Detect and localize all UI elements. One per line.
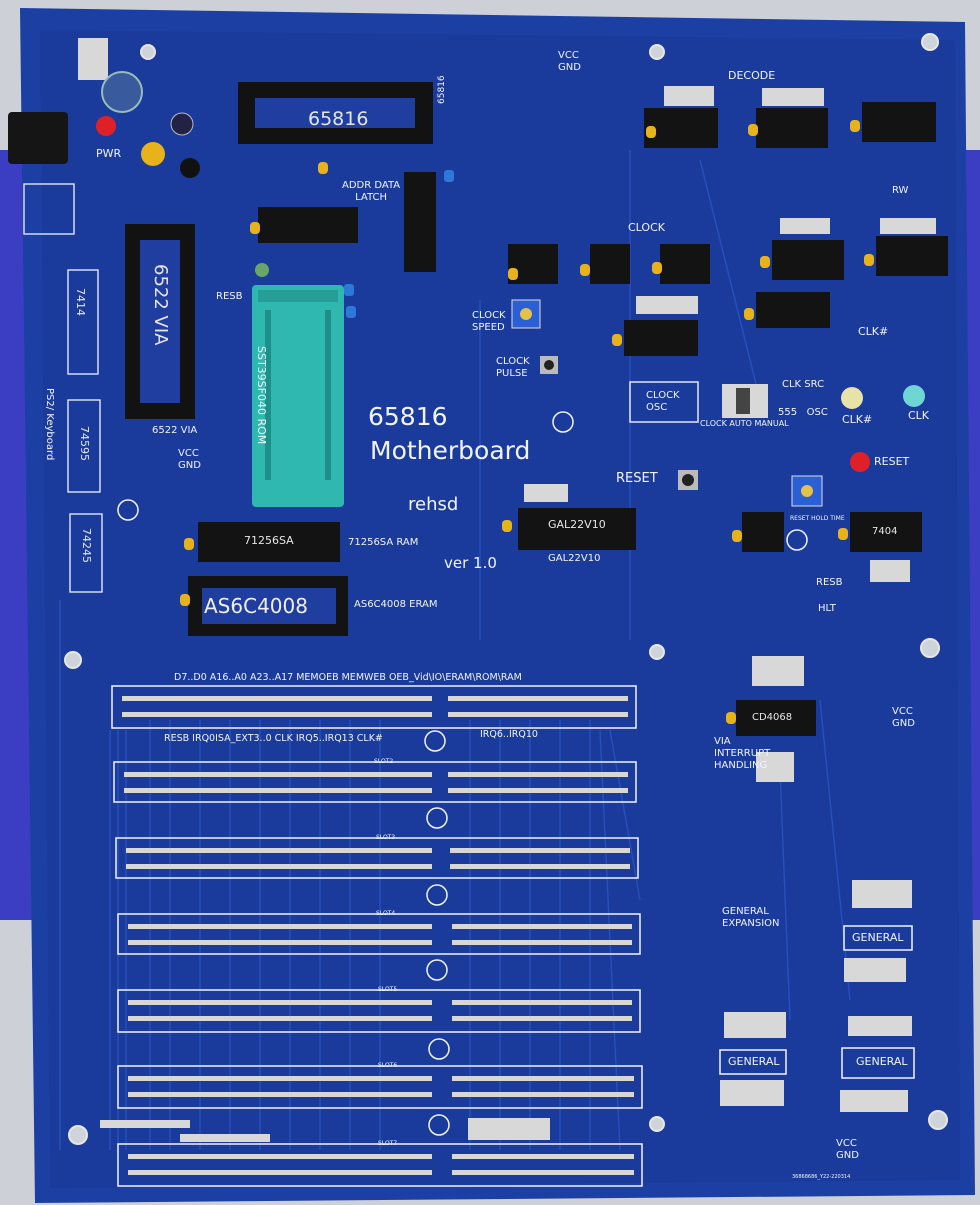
- expansion-slots: [111, 685, 643, 1187]
- slot-pin-rows: [122, 696, 634, 1175]
- cpu-chip-label: 65816: [308, 108, 369, 130]
- via-socket-inner: [140, 240, 180, 403]
- label-gal: GAL22V10: [548, 553, 601, 564]
- capacitor-big: [101, 71, 143, 113]
- board-author: rehsd: [408, 494, 459, 515]
- label-clk-hash-led: CLK#: [842, 413, 873, 426]
- label-bus-top: D7..D0 A16..A0 A23..A17 MEMOEB MEMWEB OE…: [174, 672, 522, 683]
- ram-chip-label: 71256SA: [244, 534, 294, 547]
- board-title-line1: 65816: [368, 402, 448, 431]
- label-clock-osc: CLOCK OSC: [646, 390, 680, 413]
- label-rw: RW: [892, 185, 909, 196]
- clock-switch-knob: [736, 388, 750, 414]
- label-hlt: HLT: [818, 603, 836, 614]
- label-vcc-gnd-bottom: VCC GND: [836, 1138, 859, 1161]
- board-title-line2: Motherboard: [370, 436, 531, 465]
- eram-socket-inner: [202, 588, 336, 624]
- power-jack: [8, 112, 68, 164]
- header-pins: [100, 86, 936, 1142]
- cd4068-label: CD4068: [752, 712, 793, 723]
- label-via-interrupt: VIA INTERRUPT HANDLING: [714, 736, 771, 771]
- label-slot5: SLOT5: [378, 986, 398, 993]
- general-chips: [719, 925, 915, 1079]
- small-blue-caps: [344, 170, 454, 318]
- label-bus-bottom: RESB IRQ0ISA_EXT3..0 CLK IRQ5..IRQ13 CLK…: [164, 733, 383, 744]
- led-reset: [850, 452, 870, 472]
- black-cap: [180, 158, 200, 178]
- chip-7414-label: 7414: [74, 288, 87, 316]
- reset-button-top: [682, 474, 694, 486]
- gal-chip-label: GAL22V10: [548, 518, 606, 531]
- label-via-under: 6522 VIA: [152, 425, 198, 436]
- chip-74595-label: 74595: [78, 426, 91, 461]
- label-vcc-gnd-right: VCC GND: [892, 706, 915, 729]
- clock-speed-pot-knob: [520, 308, 532, 320]
- led-clk: [903, 385, 925, 407]
- label-vcc-gnd-via: VCC GND: [178, 448, 201, 471]
- left-chip-outlines: [23, 183, 103, 593]
- label-keyboard: PS2/ Keyboard: [44, 388, 55, 461]
- label-pwr: PWR: [96, 147, 122, 160]
- zif-lever: [258, 290, 338, 302]
- label-general-1: GENERAL: [852, 931, 904, 944]
- label-resb-right: RESB: [816, 577, 843, 588]
- label-vcc-gnd-top: VCC GND: [558, 50, 581, 73]
- capacitor-small: [170, 112, 194, 136]
- label-resb-left: RESB: [216, 291, 243, 302]
- label-irq-right: IRQ6..IRQ10: [480, 729, 538, 740]
- cpu-socket-inner: [255, 98, 415, 128]
- label-clk-hash-top: CLK#: [858, 325, 889, 338]
- clock-pulse-button-top: [544, 360, 554, 370]
- reset-hold-pot-knob: [801, 485, 813, 497]
- label-reset-left: RESET: [616, 471, 658, 486]
- label-clock-pulse: CLOCK PULSE: [496, 356, 530, 379]
- label-clock: CLOCK: [628, 221, 665, 234]
- via-chip-label: 6522 VIA: [150, 264, 171, 346]
- small-caps: [180, 120, 874, 724]
- chip-7404-label: 7404: [872, 526, 898, 537]
- board-version: ver 1.0: [444, 554, 497, 572]
- label-rom: SST39SF040 ROM: [255, 346, 268, 445]
- label-slot2: SLOT2: [374, 758, 394, 765]
- label-slot7: SLOT7: [378, 1140, 398, 1147]
- pwr-led: [96, 116, 116, 136]
- label-reset-right: RESET: [874, 455, 910, 468]
- chip-74245-label: 74245: [80, 528, 93, 563]
- small-sockets: [188, 102, 948, 736]
- label-general-expansion: GENERAL EXPANSION: [722, 906, 780, 929]
- mounting-holes: [64, 33, 948, 1145]
- label-eram: AS6C4008 ERAM: [354, 599, 438, 610]
- label-slot4: SLOT4: [376, 910, 396, 917]
- label-addr-data-latch: ADDR DATA LATCH: [342, 180, 401, 203]
- label-serial: 36868686_Y22-220314: [792, 1174, 851, 1180]
- label-555-osc: 555 OSC: [778, 407, 828, 418]
- label-slot3: SLOT3: [376, 834, 396, 841]
- label-slot6: SLOT6: [378, 1062, 398, 1069]
- led-clk-hash: [841, 387, 863, 409]
- label-cpu-side: 65816: [437, 75, 447, 104]
- label-general-3: GENERAL: [856, 1055, 908, 1068]
- regulator: [78, 38, 108, 80]
- label-decode: DECODE: [728, 69, 776, 82]
- label-clk-led: CLK: [908, 409, 930, 422]
- eram-chip-label: AS6C4008: [204, 594, 308, 618]
- slot-caps: [117, 411, 808, 1136]
- clock-osc: [629, 381, 699, 423]
- label-clock-auto-manual: CLOCK AUTO MANUAL: [700, 419, 789, 428]
- label-general-2: GENERAL: [728, 1055, 780, 1068]
- label-clock-speed: CLOCK SPEED: [472, 310, 506, 333]
- label-ram: 71256SA RAM: [348, 537, 419, 548]
- zif-slots: [265, 310, 331, 480]
- label-clk-src: CLK SRC: [782, 379, 825, 390]
- yellow-cap: [141, 142, 165, 166]
- label-reset-hold-time: RESET HOLD TIME: [790, 515, 845, 522]
- zif-socket: [252, 285, 344, 507]
- zif-cap: [255, 263, 269, 277]
